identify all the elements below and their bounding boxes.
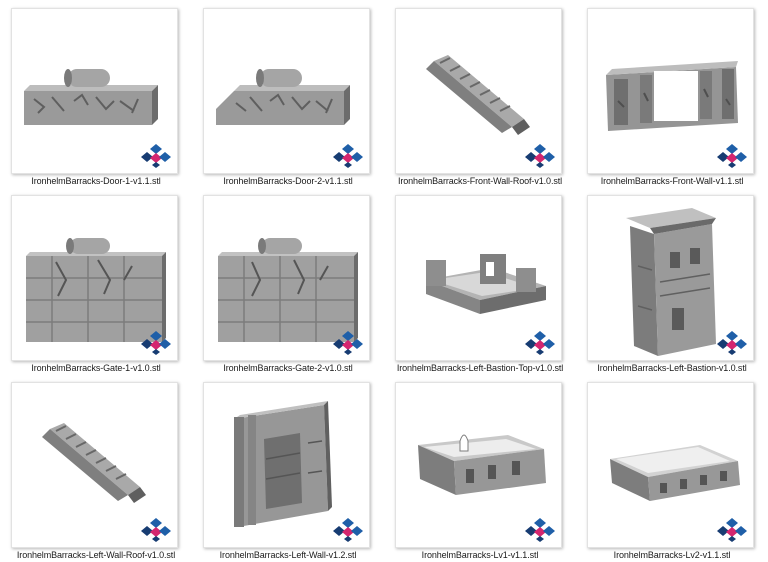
file-thumbnail[interactable] [587,382,754,548]
stl-app-icon [333,144,363,168]
file-name[interactable]: IronhelmBarracks-Door-2-v1.1.stl [223,176,353,186]
file-name[interactable]: IronhelmBarracks-Left-Wall-v1.2.stl [219,550,357,560]
file-thumbnail[interactable] [203,382,370,548]
file-name[interactable]: IronhelmBarracks-Gate-2-v1.0.stl [223,363,353,373]
file-item[interactable]: IronhelmBarracks-Left-Wall-v1.2.stl [192,374,384,561]
stl-model-preview [216,69,350,125]
file-item[interactable]: IronhelmBarracks-Left-Bastion-v1.0.stl [576,187,768,374]
file-thumbnail[interactable] [395,382,562,548]
stl-model-preview [418,434,546,495]
file-thumbnail[interactable] [11,8,178,174]
stl-app-icon [141,144,171,168]
stl-app-icon [717,144,747,168]
stl-model-preview [26,238,166,342]
stl-app-icon [141,518,171,542]
stl-app-icon [141,331,171,355]
file-item[interactable]: IronhelmBarracks-Gate-2-v1.0.stl [192,187,384,374]
stl-model-preview [24,69,158,125]
file-name[interactable]: IronhelmBarracks-Lv1-v1.1.stl [421,550,539,560]
file-thumbnail[interactable] [587,195,754,361]
file-name[interactable]: IronhelmBarracks-Lv2-v1.1.stl [613,550,731,560]
stl-model-preview [234,401,332,527]
stl-model-preview [610,445,740,501]
stl-app-icon [717,518,747,542]
file-item[interactable]: IronhelmBarracks-Door-2-v1.1.stl [192,0,384,187]
file-item[interactable]: IronhelmBarracks-Front-Wall-v1.1.stl [576,0,768,187]
file-thumbnail[interactable] [11,382,178,548]
file-name[interactable]: IronhelmBarracks-Left-Wall-Roof-v1.0.stl [16,550,176,560]
stl-app-icon [333,518,363,542]
file-name[interactable]: IronhelmBarracks-Gate-1-v1.0.stl [31,363,161,373]
stl-model-preview [606,61,738,131]
file-item[interactable]: IronhelmBarracks-Front-Wall-Roof-v1.0.st… [384,0,576,187]
stl-model-preview [426,254,546,314]
file-item[interactable]: IronhelmBarracks-Left-Wall-Roof-v1.0.stl [0,374,192,561]
file-thumbnail[interactable] [395,8,562,174]
stl-app-icon [525,144,555,168]
file-name[interactable]: IronhelmBarracks-Left-Bastion-v1.0.stl [597,363,747,373]
stl-app-icon [717,331,747,355]
stl-model-preview [626,208,716,356]
stl-model-preview [42,423,146,503]
file-thumbnail[interactable] [203,8,370,174]
stl-model-preview [426,55,530,135]
file-name[interactable]: IronhelmBarracks-Front-Wall-v1.1.stl [600,176,744,186]
file-thumbnail[interactable] [395,195,562,361]
file-thumbnail[interactable] [11,195,178,361]
stl-app-icon [525,518,555,542]
file-item[interactable]: IronhelmBarracks-Lv1-v1.1.stl [384,374,576,561]
file-thumbnail[interactable] [587,8,754,174]
file-item[interactable]: IronhelmBarracks-Left-Bastion-Top-v1.0.s… [384,187,576,374]
file-name[interactable]: IronhelmBarracks-Front-Wall-Roof-v1.0.st… [397,176,563,186]
file-item[interactable]: IronhelmBarracks-Lv2-v1.1.stl [576,374,768,561]
file-name[interactable]: IronhelmBarracks-Door-1-v1.1.stl [31,176,161,186]
file-thumbnail[interactable] [203,195,370,361]
stl-app-icon [333,331,363,355]
file-name[interactable]: IronhelmBarracks-Left-Bastion-Top-v1.0.s… [396,363,564,373]
stl-model-preview [218,238,358,342]
file-item[interactable]: IronhelmBarracks-Gate-1-v1.0.stl [0,187,192,374]
file-item[interactable]: IronhelmBarracks-Door-1-v1.1.stl [0,0,192,187]
stl-app-icon [525,331,555,355]
